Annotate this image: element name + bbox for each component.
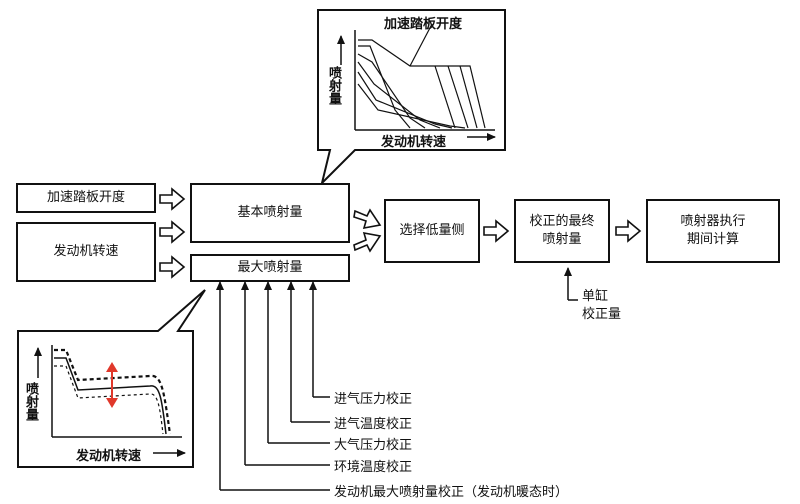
top-inset-callout (317, 9, 506, 187)
max-injection-label: 最大喷射量 (237, 260, 303, 275)
injector-timing-label-line1: 喷射器执行 (680, 214, 746, 229)
correction-label-ambient-temperature: 环境温度校正 (334, 460, 413, 475)
bottom-inset-x-label: 发动机转速 (76, 449, 142, 464)
basic-injection-block: 基本喷射量 (190, 183, 350, 243)
correction-label-atmospheric-pressure: 大气压力校正 (334, 438, 413, 453)
final-corrected-block: 校正的最终 喷射量 (514, 199, 610, 263)
input-accelerator-label: 加速踏板开度 (46, 190, 125, 205)
basic-injection-label: 基本喷射量 (237, 205, 303, 220)
top-inset-x-label: 发动机转速 (381, 135, 447, 150)
input-accelerator-box: 加速踏板开度 (16, 183, 156, 213)
input-engine-speed-label: 发动机转速 (53, 244, 119, 259)
hollow-arrows (159, 187, 642, 279)
injector-timing-label-line2: 期间计算 (686, 232, 739, 247)
select-lower-block: 选择低量侧 (384, 199, 480, 263)
adjust-range-arrow (106, 362, 118, 408)
top-inset-curves (357, 23, 486, 129)
final-corrected-label-line2: 喷射量 (542, 232, 582, 247)
correction-label-intake-pressure: 进气压力校正 (334, 392, 413, 407)
correction-label-engine-warm-max: 发动机最大喷射量校正（发动机暖态时） (334, 485, 569, 500)
single-cylinder-label-line2: 校正量 (582, 307, 622, 322)
bottom-inset-y-label: 喷射量 (23, 382, 38, 421)
single-cylinder-label-line1: 单缸 (582, 289, 609, 304)
select-lower-label: 选择低量侧 (399, 223, 465, 238)
correction-label-intake-temperature: 进气温度校正 (334, 417, 413, 432)
correction-lines (216, 267, 578, 491)
final-corrected-label-line1: 校正的最终 (529, 214, 595, 229)
bottom-inset-curves (54, 348, 172, 435)
input-engine-speed-box: 发动机转速 (16, 222, 156, 282)
top-inset-curve-label: 加速踏板开度 (384, 17, 463, 32)
injector-timing-block: 喷射器执行 期间计算 (646, 199, 780, 263)
max-injection-block: 最大喷射量 (190, 254, 350, 282)
top-inset-y-label: 喷射量 (326, 66, 341, 105)
